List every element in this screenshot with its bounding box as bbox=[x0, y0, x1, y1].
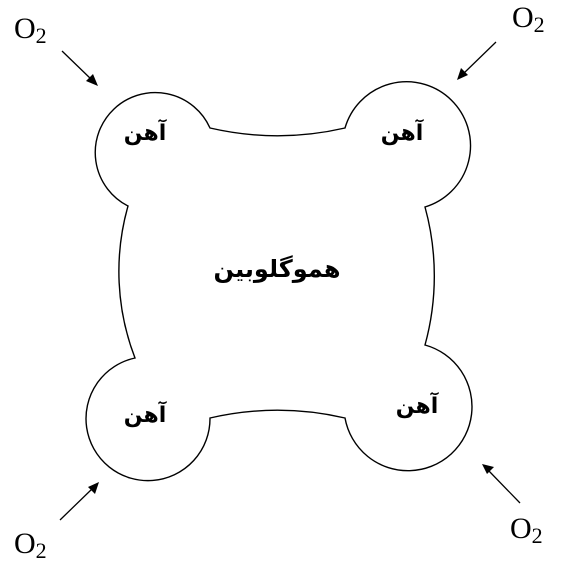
o2-label-top-right: O2 bbox=[512, 1, 545, 37]
o2-subscript: 2 bbox=[532, 523, 543, 548]
arrow-bottom-left bbox=[60, 482, 99, 520]
iron-label-bottom-left: آهن bbox=[124, 400, 167, 428]
iron-label-top-right: آهن bbox=[381, 118, 424, 146]
o2-symbol: O bbox=[510, 512, 532, 545]
iron-label-top-left: آهن bbox=[124, 118, 167, 146]
hemoglobin-label: هموگلوبین bbox=[214, 255, 341, 283]
iron-label-bottom-right: آهن bbox=[396, 391, 439, 419]
o2-symbol: O bbox=[512, 1, 534, 34]
o2-subscript: 2 bbox=[36, 538, 47, 563]
o2-label-bottom-right: O2 bbox=[510, 512, 543, 548]
arrow-top-right bbox=[457, 42, 496, 80]
arrow-bottom-right bbox=[482, 464, 520, 503]
o2-subscript: 2 bbox=[534, 12, 545, 37]
o2-label-bottom-left: O2 bbox=[14, 527, 47, 563]
o2-symbol: O bbox=[14, 12, 36, 45]
o2-symbol: O bbox=[14, 527, 36, 560]
o2-label-top-left: O2 bbox=[14, 12, 47, 48]
o2-subscript: 2 bbox=[36, 23, 47, 48]
arrow-top-left bbox=[62, 51, 98, 86]
